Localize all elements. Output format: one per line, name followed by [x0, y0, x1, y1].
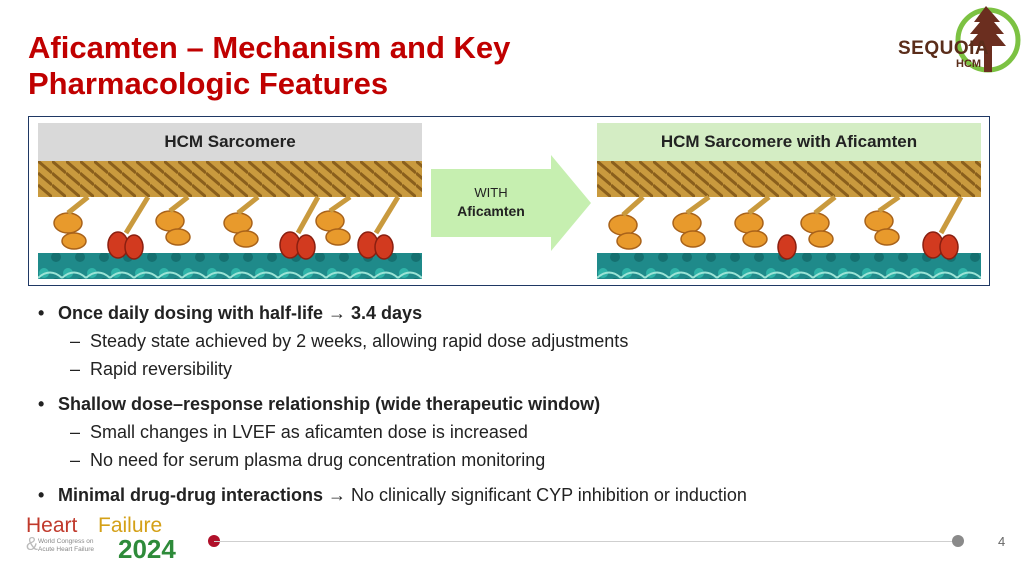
sub-bullet-lvef: Small changes in LVEF as aficamten dose … — [34, 418, 994, 446]
footer-small-1: World Congress on — [38, 538, 94, 545]
heart-failure-2024-logo: Heart Failure & World Congress on Acute … — [26, 514, 206, 564]
slide-title: Aficamten – Mechanism and Key Pharmacolo… — [28, 30, 648, 102]
sub-bullet-reversibility: Rapid reversibility — [34, 355, 994, 383]
myosin-filament — [597, 161, 981, 197]
bullet-interactions-bold: Minimal drug-drug interactions — [58, 485, 324, 505]
footer-failure: Failure — [98, 514, 163, 537]
footer-small-2: Acute Heart Failure — [38, 546, 94, 553]
bullet-dosing: Once daily dosing with half-life → 3.4 d… — [34, 300, 994, 327]
panel-hcm-sarcomere-aficamten: HCM Sarcomere with Aficamten — [597, 123, 981, 279]
sarcomere-aficamten-illustration — [597, 161, 981, 279]
bullet-interactions-rest: → No clinically significant CYP inhibiti… — [328, 485, 747, 505]
footer-divider — [214, 541, 958, 542]
arrow-label-aficamten: Aficamten — [457, 203, 525, 219]
footer-year: 2024 — [118, 534, 176, 564]
bullet-interactions: Minimal drug-drug interactions → No clin… — [34, 482, 994, 509]
logo-sub: HCM — [956, 58, 982, 70]
footer-dot-grey — [952, 535, 964, 547]
with-aficamten-arrow: WITH Aficamten — [431, 155, 591, 251]
actin-filament — [38, 253, 422, 279]
arrow-right-icon — [431, 155, 591, 251]
panel-left-header: HCM Sarcomere — [38, 123, 422, 161]
sequoia-tree-icon — [955, 6, 1021, 73]
logo-name: SEQUOIA — [898, 38, 990, 59]
panel-right-header: HCM Sarcomere with Aficamten — [597, 123, 981, 161]
bullet-dose-response: Shallow dose–response relationship (wide… — [34, 391, 994, 418]
footer-heart: Heart — [26, 514, 78, 537]
page-number: 4 — [998, 534, 1006, 549]
sub-bullet-monitoring: No need for serum plasma drug concentrat… — [34, 446, 994, 474]
sarcomere-illustration — [38, 161, 422, 279]
panel-hcm-sarcomere: HCM Sarcomere — [38, 123, 422, 279]
sub-bullet-steady-state: Steady state achieved by 2 weeks, allowi… — [34, 327, 994, 355]
title-line-1: Aficamten – Mechanism and Key — [28, 30, 511, 65]
myosin-filament — [38, 161, 422, 197]
bullet-list: Once daily dosing with half-life → 3.4 d… — [34, 300, 994, 509]
ampersand-icon: & — [26, 534, 39, 554]
arrow-label-with: WITH — [474, 185, 508, 200]
sequoia-logo: SEQUOIA HCM — [888, 0, 1024, 78]
title-line-2: Pharmacologic Features — [28, 66, 389, 101]
mechanism-figure: HCM Sarcomere — [28, 116, 990, 286]
